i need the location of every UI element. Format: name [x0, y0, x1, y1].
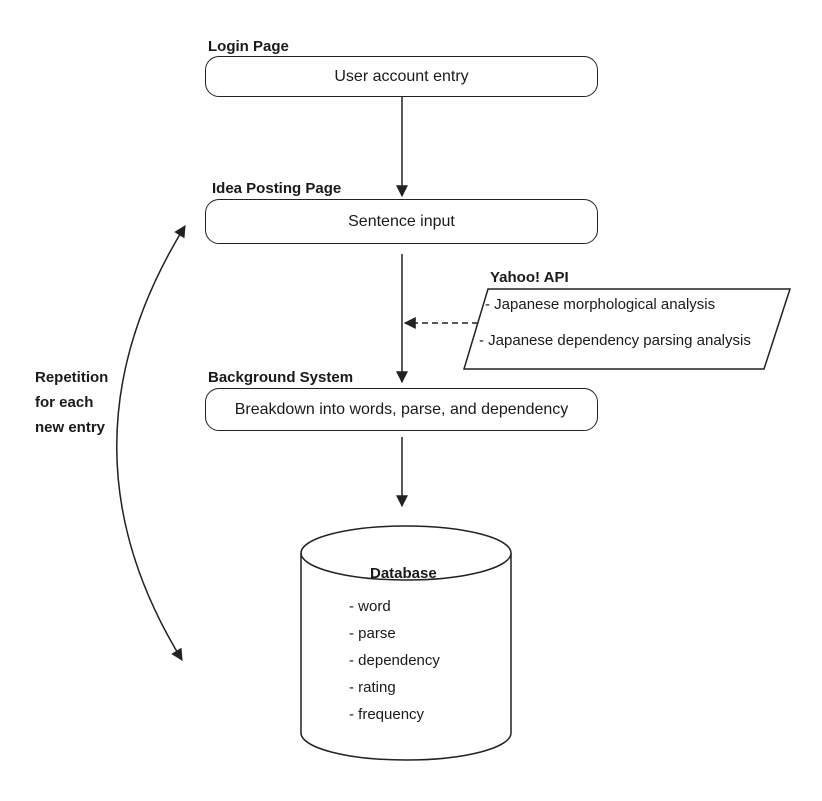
api-parallelogram [462, 288, 792, 370]
repetition-line: new entry [35, 419, 106, 436]
database-cylinder-top [300, 525, 512, 581]
repetition-curved-arrow [116, 224, 186, 662]
login-box: User account entry [205, 56, 598, 97]
idea-box: Sentence input [205, 199, 598, 244]
login-box-text: User account entry [334, 67, 469, 85]
idea-page-title: Idea Posting Page [212, 180, 342, 197]
repetition-line: Repetition [35, 369, 109, 386]
repetition-label: Repetition for each new entry [35, 365, 108, 440]
database-item: - rating [349, 679, 396, 696]
database-item: - parse [349, 625, 396, 642]
background-title: Background System [208, 369, 354, 386]
database-cylinder-body [300, 553, 512, 761]
database-item: - dependency [349, 652, 440, 669]
api-item: - Japanese morphological analysis [485, 296, 716, 313]
login-page-title: Login Page [208, 38, 289, 55]
background-box: Breakdown into words, parse, and depende… [205, 388, 598, 431]
database-item: - word [349, 598, 391, 615]
repetition-line: for each [35, 394, 94, 411]
idea-box-text: Sentence input [348, 212, 455, 230]
database-title: Database [370, 565, 437, 582]
api-title: Yahoo! API [490, 269, 569, 286]
background-box-text: Breakdown into words, parse, and depende… [234, 400, 569, 418]
api-item: - Japanese dependency parsing analysis [479, 332, 751, 349]
database-item: - frequency [349, 706, 425, 723]
